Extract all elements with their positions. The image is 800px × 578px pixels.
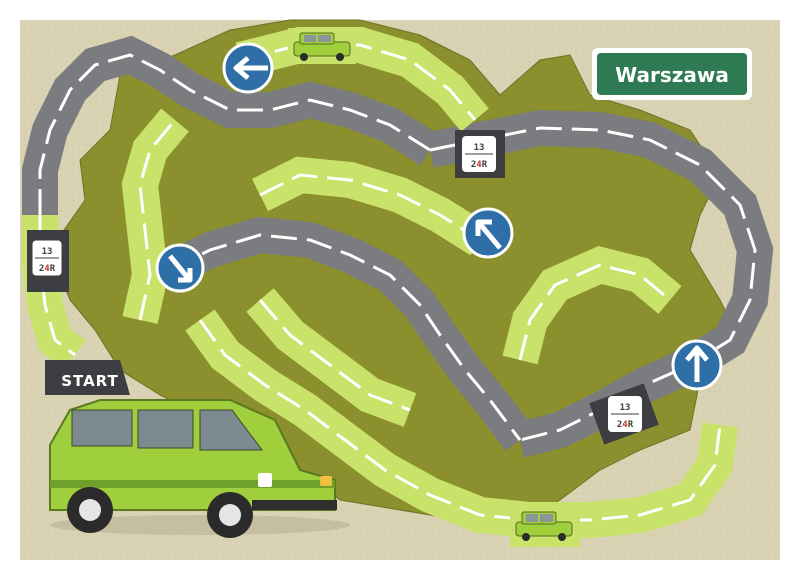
start-label: START <box>61 372 119 390</box>
arrow-left-tile[interactable] <box>222 42 274 94</box>
arrow-up-left-tile[interactable] <box>462 207 514 259</box>
car-tile-icon <box>293 32 351 61</box>
destination-sign-label: Warszawa <box>615 63 729 87</box>
plate-bottom-text: 24R <box>617 420 634 430</box>
plate-bottom-text: 24R <box>39 264 56 274</box>
arrow-up-right-tile[interactable] <box>671 339 723 391</box>
green-car-icon <box>49 399 350 538</box>
plate-top-text: 13 <box>474 143 485 153</box>
car-tile-icon <box>515 511 573 541</box>
start-tile[interactable]: START <box>45 360 130 395</box>
plate-tile-right[interactable]: 13 24R <box>589 383 659 445</box>
plate-tile-top[interactable]: 13 24R <box>455 130 505 178</box>
car-tile-top[interactable] <box>288 28 356 64</box>
plate-tile-left[interactable]: 13 24R <box>27 230 69 292</box>
plate-top-text: 13 <box>620 403 631 413</box>
destination-sign: Warszawa <box>592 48 752 100</box>
plate-bottom-text: 24R <box>471 160 488 170</box>
car-tile-bottom[interactable] <box>510 505 580 547</box>
arrow-down-right-tile[interactable] <box>155 243 205 293</box>
plate-top-text: 13 <box>42 247 53 257</box>
